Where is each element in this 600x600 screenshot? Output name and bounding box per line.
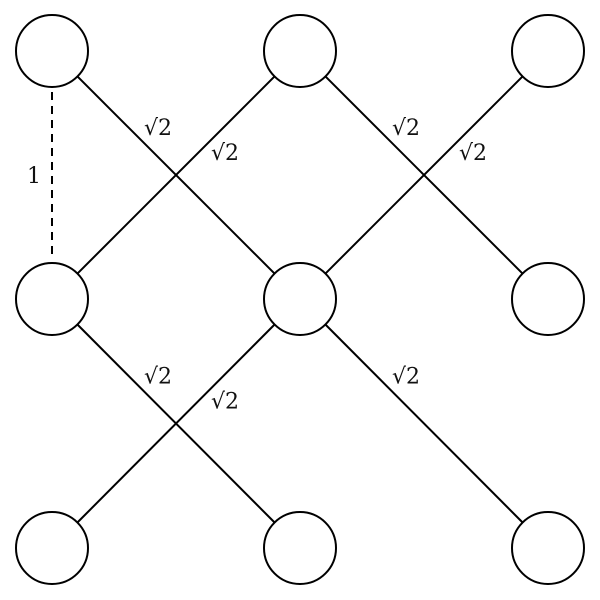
nodes-layer (15, 14, 585, 585)
edge (76, 75, 276, 275)
node-r1-c2 (511, 262, 585, 336)
edge (324, 323, 524, 524)
node-r0-c2 (511, 14, 585, 88)
edge (324, 75, 524, 275)
edge-label-sqrt2: √2 (459, 141, 487, 166)
node-r1-c0 (15, 262, 89, 336)
edge-label-sqrt2: √2 (392, 365, 420, 390)
node-r2-c1 (263, 511, 337, 585)
edge (76, 323, 276, 524)
node-r0-c0 (15, 14, 89, 88)
edge-label-sqrt2: √2 (211, 141, 239, 166)
node-r2-c2 (511, 511, 585, 585)
labels-layer: √2 √2 √2 √2 √2 √2 √2 1 (27, 116, 487, 415)
edge-label-sqrt2: √2 (392, 116, 420, 141)
node-r2-c0 (15, 511, 89, 585)
node-r1-c1 (263, 262, 337, 336)
node-r0-c1 (263, 14, 337, 88)
edge-label-one: 1 (27, 164, 41, 189)
edge-label-sqrt2: √2 (144, 365, 172, 390)
edge-label-sqrt2: √2 (144, 116, 172, 141)
edge-label-sqrt2: √2 (211, 390, 239, 415)
edges-layer (51, 75, 524, 524)
